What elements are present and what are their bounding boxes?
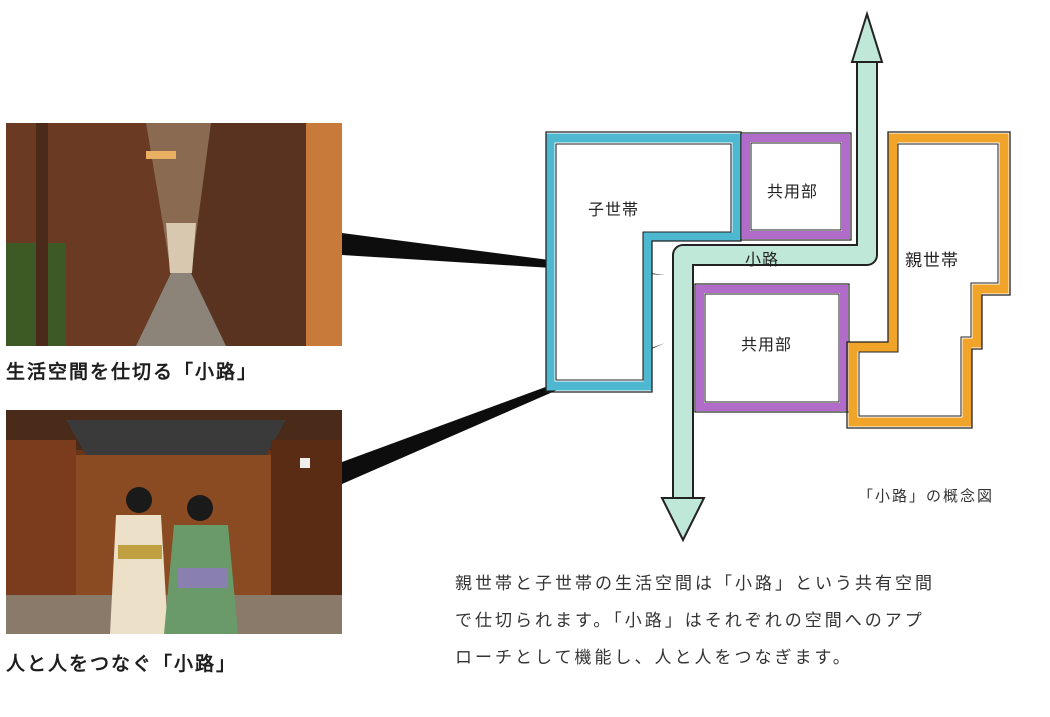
alley-photo (6, 123, 342, 346)
description-line: ローチとして機能し、人と人をつなぎます。 (455, 648, 853, 668)
alley-photo-caption: 生活空間を仕切る「小路」 (6, 361, 259, 383)
kimono-photo (6, 410, 342, 634)
shared-area-bottom-label: 共用部 (741, 335, 793, 354)
description-line: で仕切られます。「小路」はそれぞれの空間へのアプ (455, 611, 925, 631)
path-arrow (660, 10, 884, 543)
parent-household-label: 親世帯 (905, 251, 959, 271)
shared-area-bottom (696, 285, 848, 411)
child-household-label: 子世帯 (588, 200, 640, 219)
path-label: 小路 (745, 250, 780, 269)
description-text: 親世帯と子世帯の生活空間は「小路」という共有空間 で仕切られます。「小路」はそれ… (455, 566, 1045, 677)
parent-household-area (848, 133, 1009, 427)
kimono-photo-caption: 人と人をつなぐ「小路」 (6, 653, 238, 675)
description-line: 親世帯と子世帯の生活空間は「小路」という共有空間 (455, 574, 935, 594)
shared-area-top-label: 共用部 (767, 182, 819, 201)
shared-area-top (742, 134, 850, 239)
diagram-caption: 「小路」の概念図 (858, 487, 995, 505)
